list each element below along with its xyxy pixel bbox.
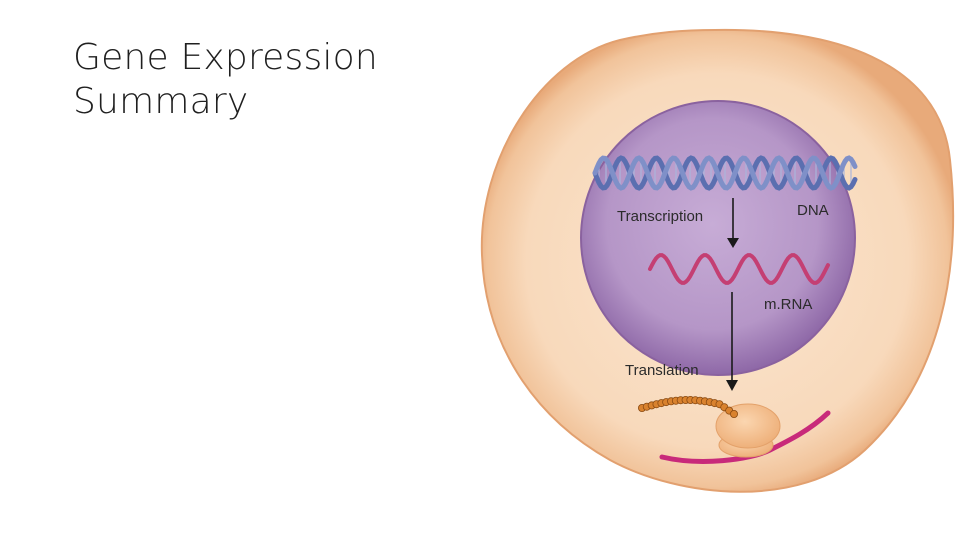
- amino-acid-bead: [729, 409, 738, 418]
- slide-title-line-2: Summary: [73, 81, 249, 122]
- gene-expression-diagram: Transcription DNA m.RNA Translation: [480, 28, 955, 493]
- translation-arrow: [726, 292, 738, 391]
- slide-title: Gene Expression Summary: [73, 36, 453, 124]
- transcription-arrow: [727, 198, 739, 248]
- nucleus: [580, 100, 856, 376]
- dna-double-helix: [592, 155, 858, 191]
- dna-label: DNA: [797, 202, 829, 219]
- polypeptide-chain: [637, 395, 738, 418]
- dna-strand-1: [592, 155, 858, 191]
- dna-strand-2: [592, 155, 858, 191]
- mrna-label: m.RNA: [764, 296, 812, 313]
- translation-label: Translation: [625, 362, 699, 379]
- slide-title-line-1: Gene Expression: [73, 37, 378, 78]
- transcription-label: Transcription: [617, 208, 703, 225]
- mrna-strand-nucleus: [648, 253, 830, 285]
